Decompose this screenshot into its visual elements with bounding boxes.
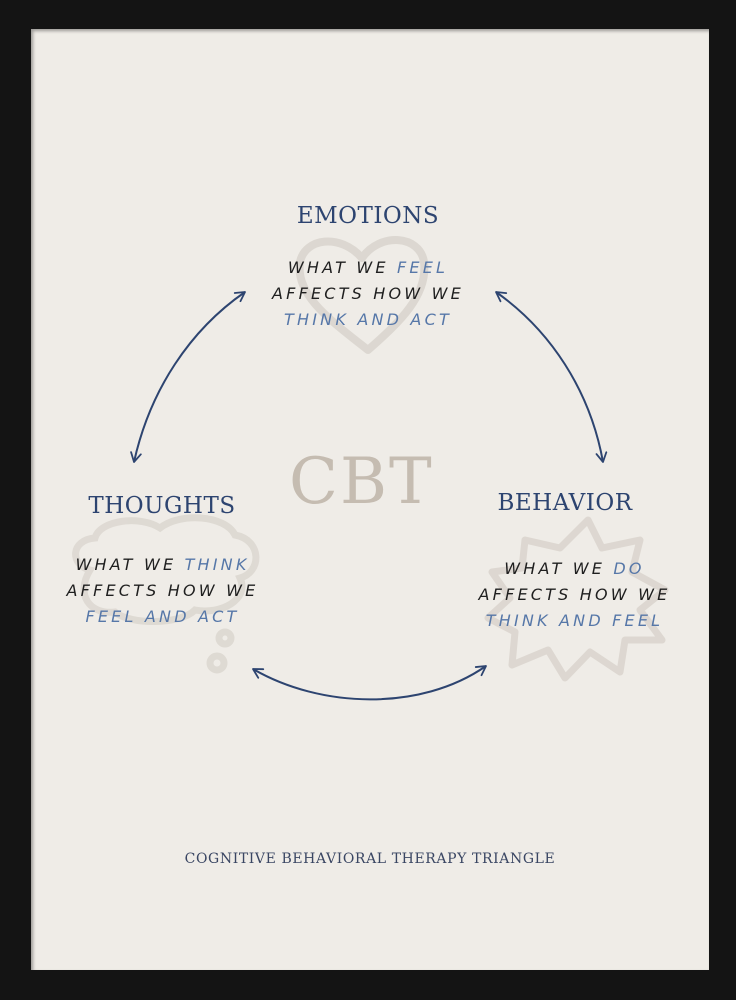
thoughts-line3: FEEL AND ACT [85, 607, 240, 626]
starburst-icon [484, 516, 669, 682]
behavior-description: WHAT WE DO AFFECTS HOW WE THINK AND FEEL [452, 556, 697, 634]
emotions-line1-a: WHAT WE [287, 258, 397, 277]
emotions-title: EMOTIONS [296, 203, 440, 229]
thoughts-line1-a: WHAT WE [75, 555, 185, 574]
emotions-line3: THINK AND ACT [284, 310, 452, 329]
behavior-line1-a: WHAT WE [504, 559, 614, 578]
arrow-thoughts-emotions [130, 291, 246, 463]
thoughts-line1-b: THINK [184, 555, 250, 574]
thoughts-description: WHAT WE THINK AFFECTS HOW WE FEEL AND AC… [40, 552, 285, 630]
thoughts-title: THOUGHTS [88, 493, 236, 519]
poster-footer-title: COGNITIVE BEHAVIORAL THERAPY TRIANGLE [184, 851, 556, 867]
behavior-line1-b: DO [613, 559, 645, 578]
heart-icon [295, 236, 429, 354]
emotions-line1-b: FEEL [396, 258, 449, 277]
cbt-center-label: CBT [289, 445, 434, 519]
emotions-line2: AFFECTS HOW WE [272, 284, 464, 303]
poster-paper [31, 29, 709, 970]
arrow-emotions-behavior [495, 291, 608, 463]
behavior-line2: AFFECTS HOW WE [478, 585, 671, 604]
behavior-title: BEHAVIOR [497, 490, 633, 516]
thoughts-line2: AFFECTS HOW WE [66, 581, 259, 600]
emotions-description: WHAT WE FEEL AFFECTS HOW WE THINK AND AC… [248, 255, 488, 333]
thought-bubble-icon [72, 514, 260, 674]
behavior-line3: THINK AND FEEL [485, 611, 664, 630]
arrow-thoughts-behavior [252, 665, 487, 701]
